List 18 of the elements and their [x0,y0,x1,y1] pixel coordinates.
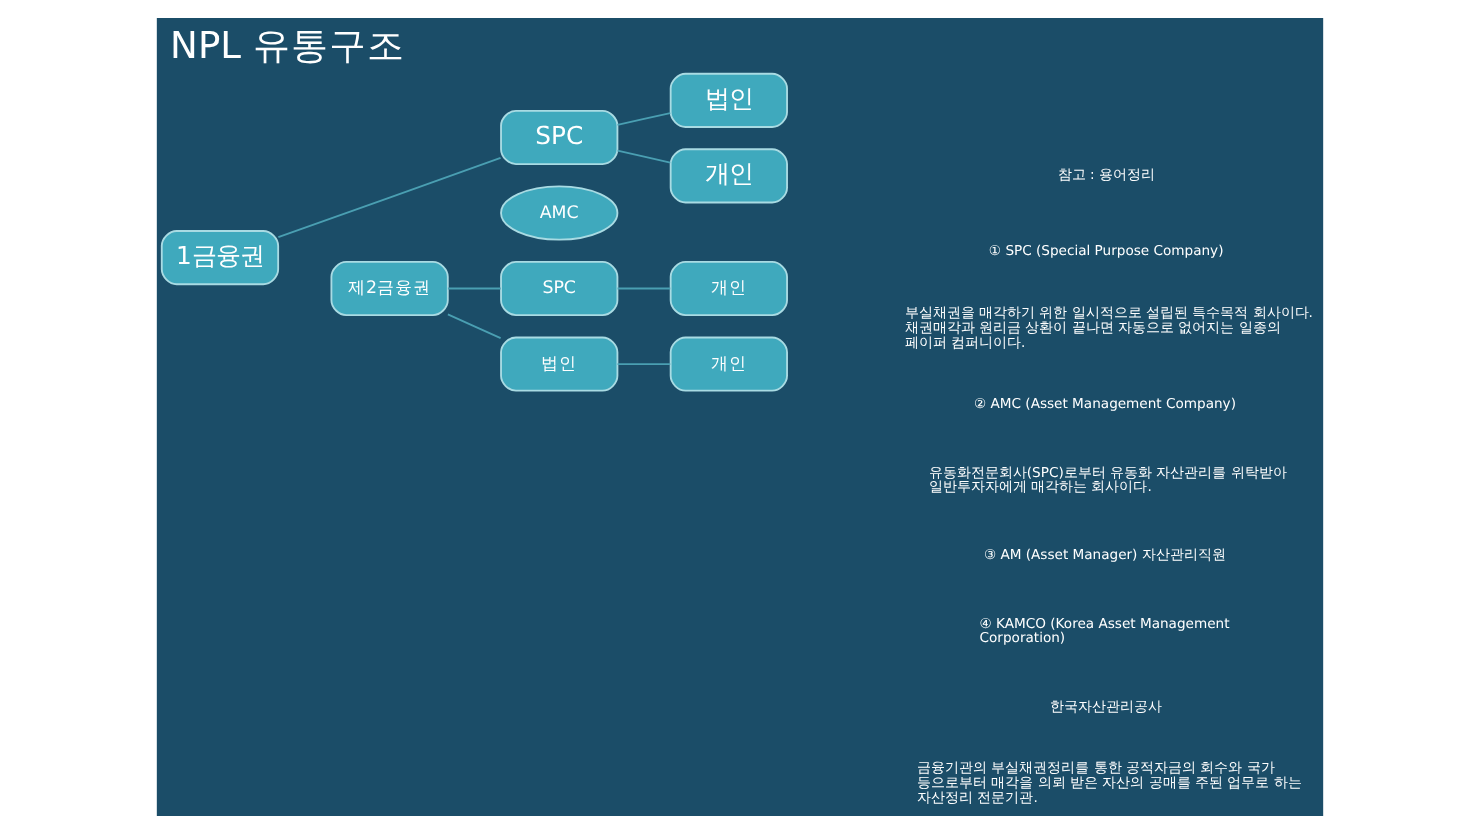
connector [277,156,502,238]
node-ellipse: AMC [500,184,619,240]
node-box: 법인 [669,71,788,127]
connector [446,286,502,289]
node-box: 1금융권 [160,229,280,285]
node-box: 개인 [669,147,788,203]
node-box: SPC [500,260,619,316]
node-box: SPC [500,108,619,165]
node-box: 법인 [500,335,619,391]
connector [616,286,672,289]
node-box: 개인 [669,260,788,316]
diagram-title: NPL 유통구조 [170,24,405,67]
connector [616,148,672,163]
connector [446,312,502,339]
node-box: 개인 [669,335,788,391]
node-box: 제2금융권 [330,260,449,316]
connector [616,362,672,364]
connector [616,111,672,125]
